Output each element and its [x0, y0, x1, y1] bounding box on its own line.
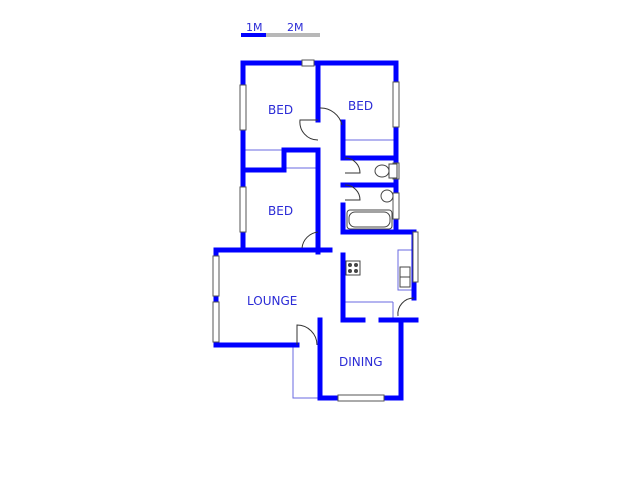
bathtub-icon [346, 209, 393, 230]
scale-label-2m: 2M [287, 21, 304, 34]
window-kitchen [412, 231, 419, 283]
room-label-bed3: BED [268, 204, 293, 218]
stove-icon [345, 260, 361, 276]
window-bath [392, 192, 400, 220]
fixtures [345, 163, 411, 288]
window-lounge-2 [212, 301, 220, 343]
room-label-lounge: LOUNGE [247, 294, 297, 308]
door-kitchen [397, 297, 415, 317]
window-top [301, 59, 315, 67]
window-bed1 [239, 84, 247, 131]
doors [296, 107, 415, 346]
room-label-dining: DINING [339, 355, 383, 369]
toilet-icon [388, 163, 398, 179]
window-bed3 [239, 186, 247, 233]
door-lounge [296, 324, 318, 346]
door-bed2 [319, 107, 343, 126]
scale-bar: 1M 2M [241, 21, 320, 37]
door-bed1 [299, 119, 319, 141]
window-bed2 [392, 81, 400, 128]
window-dining [337, 394, 385, 402]
fixture-lines [243, 139, 413, 399]
door-wc [344, 157, 361, 174]
windows [212, 59, 419, 402]
basin-icon [380, 189, 394, 203]
door-bath [344, 184, 361, 201]
room-label-bed1: BED [268, 103, 293, 117]
window-lounge-1 [212, 255, 220, 297]
door-bed3 [301, 231, 319, 249]
scale-label-1m: 1M [246, 21, 263, 34]
room-label-bed2: BED [348, 99, 373, 113]
